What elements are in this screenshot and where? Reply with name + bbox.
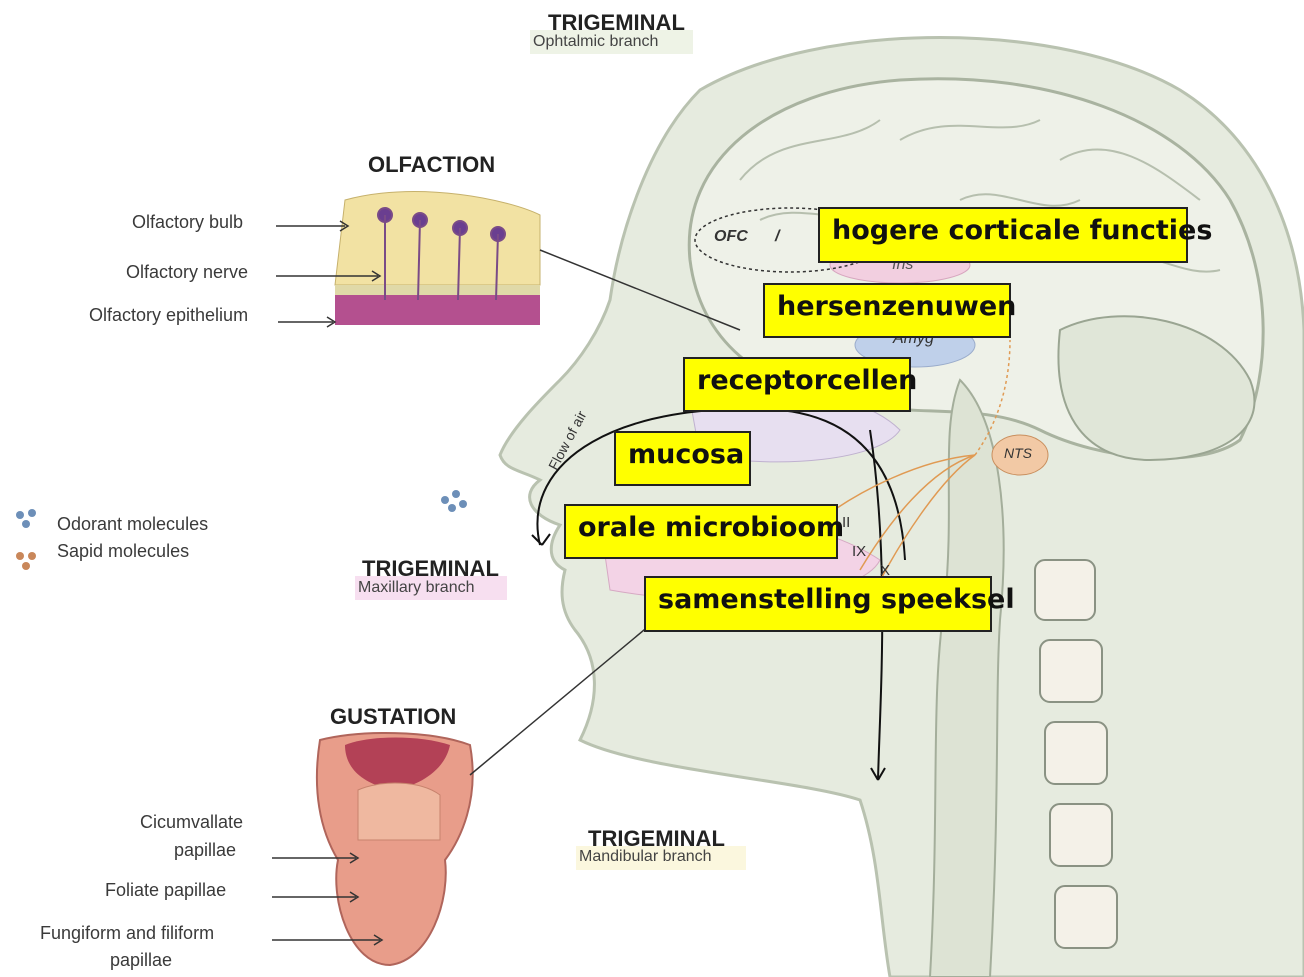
- fungiform-label-line1: Fungiform and filiform: [40, 923, 214, 944]
- ofc-slash: /: [775, 228, 779, 246]
- highlight-hersenzenuwen: hersenzenuwen: [763, 283, 1011, 338]
- trigeminal-ophtalmic-branch: Ophtalmic branch: [530, 33, 661, 51]
- highlight-mucosa: mucosa: [614, 431, 751, 486]
- olfactory-bulb-label: Olfactory bulb: [132, 212, 243, 233]
- nerve-ix-label: IX: [852, 543, 866, 560]
- trigeminal-mandibular-branch: Mandibular branch: [576, 848, 715, 866]
- highlight-hogere-corticale-functies: hogere corticale functies: [818, 207, 1188, 263]
- circumvallate-label-line2: papillae: [174, 840, 236, 861]
- ofc-label: OFC: [714, 228, 748, 246]
- highlight-orale-microbioom: orale microbioom: [564, 504, 838, 559]
- olfaction-illustration: [335, 192, 540, 325]
- olfactory-epithelium-label: Olfactory epithelium: [89, 305, 248, 326]
- nts-label: NTS: [1004, 445, 1032, 461]
- circumvallate-label-line1: Cicumvallate: [140, 812, 243, 833]
- tongue-illustration: [317, 733, 473, 965]
- legend-odorant-label: Odorant molecules: [57, 514, 208, 535]
- gustation-title: GUSTATION: [330, 704, 456, 730]
- legend-sapid-label: Sapid molecules: [57, 541, 189, 562]
- trigeminal-maxillary-branch: Maxillary branch: [355, 579, 477, 597]
- highlight-samenstelling-speeksel: samenstelling speeksel: [644, 576, 992, 632]
- sapid-molecule-icon: [16, 552, 36, 570]
- fungiform-label-line2: papillae: [110, 950, 172, 971]
- olfaction-title: OLFACTION: [368, 152, 495, 178]
- foliate-label: Foliate papillae: [105, 880, 226, 901]
- olfactory-nerve-label: Olfactory nerve: [126, 262, 248, 283]
- highlight-receptorcellen: receptorcellen: [683, 357, 911, 412]
